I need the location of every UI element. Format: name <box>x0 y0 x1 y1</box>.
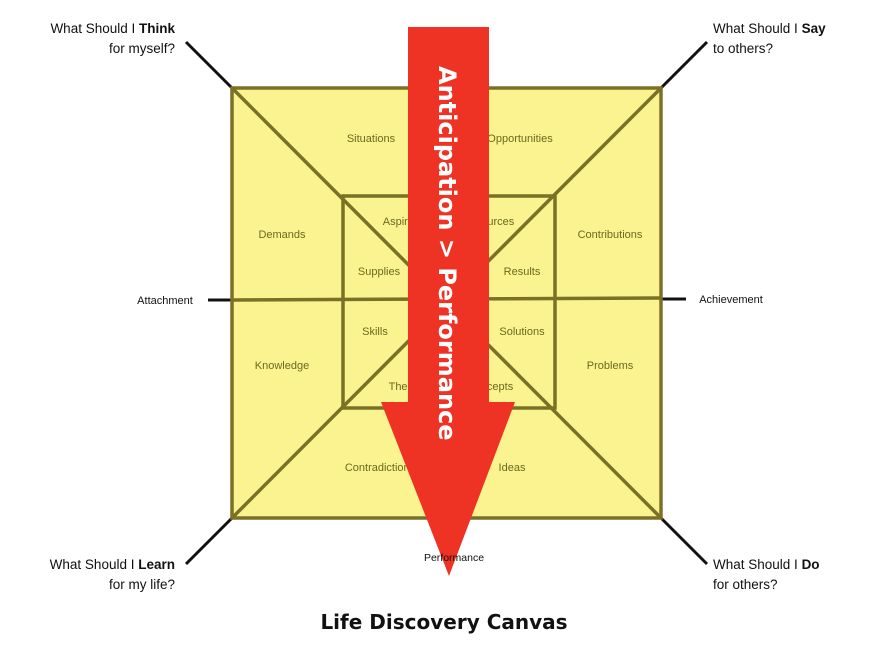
inner-label-results: Results <box>504 266 541 278</box>
side-label-performance: Performance <box>424 552 484 564</box>
arrow-label: Anticipation > Performance <box>433 66 461 441</box>
corner-question-think: What Should I Think <box>50 21 175 36</box>
corner-question-say-line2: to others? <box>713 41 773 56</box>
corner-question-do: What Should I Do <box>713 557 820 572</box>
corner-question-learn-line2: for my life? <box>109 577 175 592</box>
outer-label-situations: Situations <box>347 133 396 145</box>
corner-question-say: What Should I Say <box>713 21 826 36</box>
side-label-attachment: Attachment <box>137 295 193 307</box>
spoke-bottom-left <box>184 516 234 566</box>
corner-question-do-line2: for others? <box>713 577 778 592</box>
spoke-bottom-right <box>659 516 709 566</box>
spoke-top-right <box>659 40 709 90</box>
outer-label-ideas: Ideas <box>499 462 526 474</box>
anticipation-arrow <box>381 27 515 576</box>
outer-label-knowledge: Knowledge <box>255 360 309 372</box>
outer-label-opportunities: Opportunities <box>487 133 553 145</box>
corner-question-think-line2: for myself? <box>109 41 175 56</box>
inner-label-skills: Skills <box>362 326 388 338</box>
outer-label-problems: Problems <box>587 360 634 372</box>
inner-label-supplies: Supplies <box>358 266 401 278</box>
outer-label-contributions: Contributions <box>578 229 643 241</box>
corner-question-learn: What Should I Learn <box>50 557 175 572</box>
corner-spokes <box>184 40 709 566</box>
side-label-achievement: Achievement <box>699 294 763 306</box>
outer-label-demands: Demands <box>258 229 306 241</box>
outer-label-contradictions: Contradictions <box>345 462 416 474</box>
spoke-top-left <box>184 40 234 90</box>
canvas-title: Life Discovery Canvas <box>320 610 567 634</box>
inner-label-solutions: Solutions <box>499 326 545 338</box>
